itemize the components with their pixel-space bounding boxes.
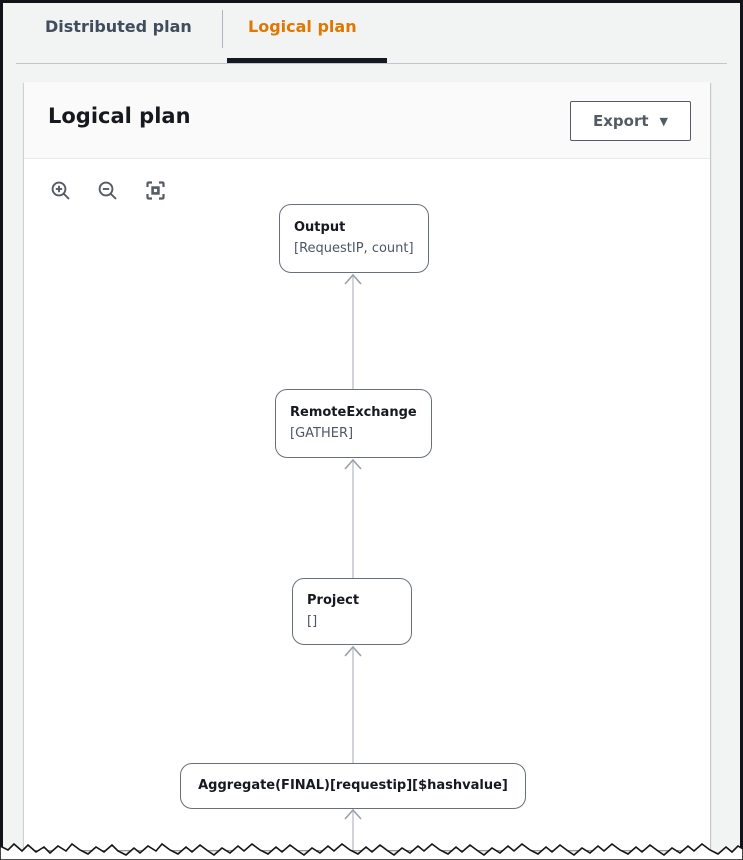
tab-logical-plan[interactable]: Logical plan — [248, 17, 357, 36]
screenshot-border-top — [0, 0, 743, 3]
node-subtitle: [] — [307, 613, 318, 629]
panel-header: Logical plan Export ▼ — [24, 82, 710, 159]
zoom-in-button[interactable] — [49, 180, 73, 204]
zoom-out-button[interactable] — [96, 180, 120, 204]
node-title: Aggregate(FINAL)[requestip][$hashvalue] — [198, 777, 508, 793]
diagram-node-remote-exchange[interactable]: RemoteExchange [GATHER] — [275, 389, 432, 458]
active-tab-underline — [227, 58, 387, 63]
fit-to-screen-button[interactable] — [143, 180, 167, 204]
node-title: RemoteExchange — [290, 404, 417, 420]
zoom-out-icon — [97, 180, 119, 205]
torn-edge — [0, 842, 743, 860]
tabbar-divider-line — [16, 63, 727, 64]
tab-bar: Distributed plan Logical plan — [0, 0, 743, 64]
diagram-node-project[interactable]: Project [] — [292, 578, 412, 645]
diagram-node-output[interactable]: Output [RequestIP, count] — [279, 204, 429, 273]
node-subtitle: [GATHER] — [290, 425, 354, 441]
tab-label: Distributed plan — [45, 17, 192, 36]
tab-divider — [222, 10, 223, 48]
page-title: Logical plan — [48, 104, 191, 128]
diagram-node-aggregate[interactable]: Aggregate(FINAL)[requestip][$hashvalue] — [180, 763, 526, 809]
node-title: Project — [307, 592, 360, 608]
screenshot-border-right — [740, 0, 743, 850]
tab-distributed-plan[interactable]: Distributed plan — [45, 17, 192, 36]
fit-to-screen-icon — [145, 180, 166, 204]
diagram-toolbar — [49, 180, 167, 204]
node-title: Output — [294, 219, 346, 235]
node-subtitle: [RequestIP, count] — [294, 240, 414, 256]
export-button[interactable]: Export ▼ — [569, 101, 691, 141]
export-button-label: Export — [592, 112, 649, 130]
screenshot-border-left — [0, 0, 3, 850]
zoom-in-icon — [50, 180, 72, 205]
chevron-down-icon: ▼ — [659, 114, 668, 128]
tab-label: Logical plan — [248, 17, 357, 36]
